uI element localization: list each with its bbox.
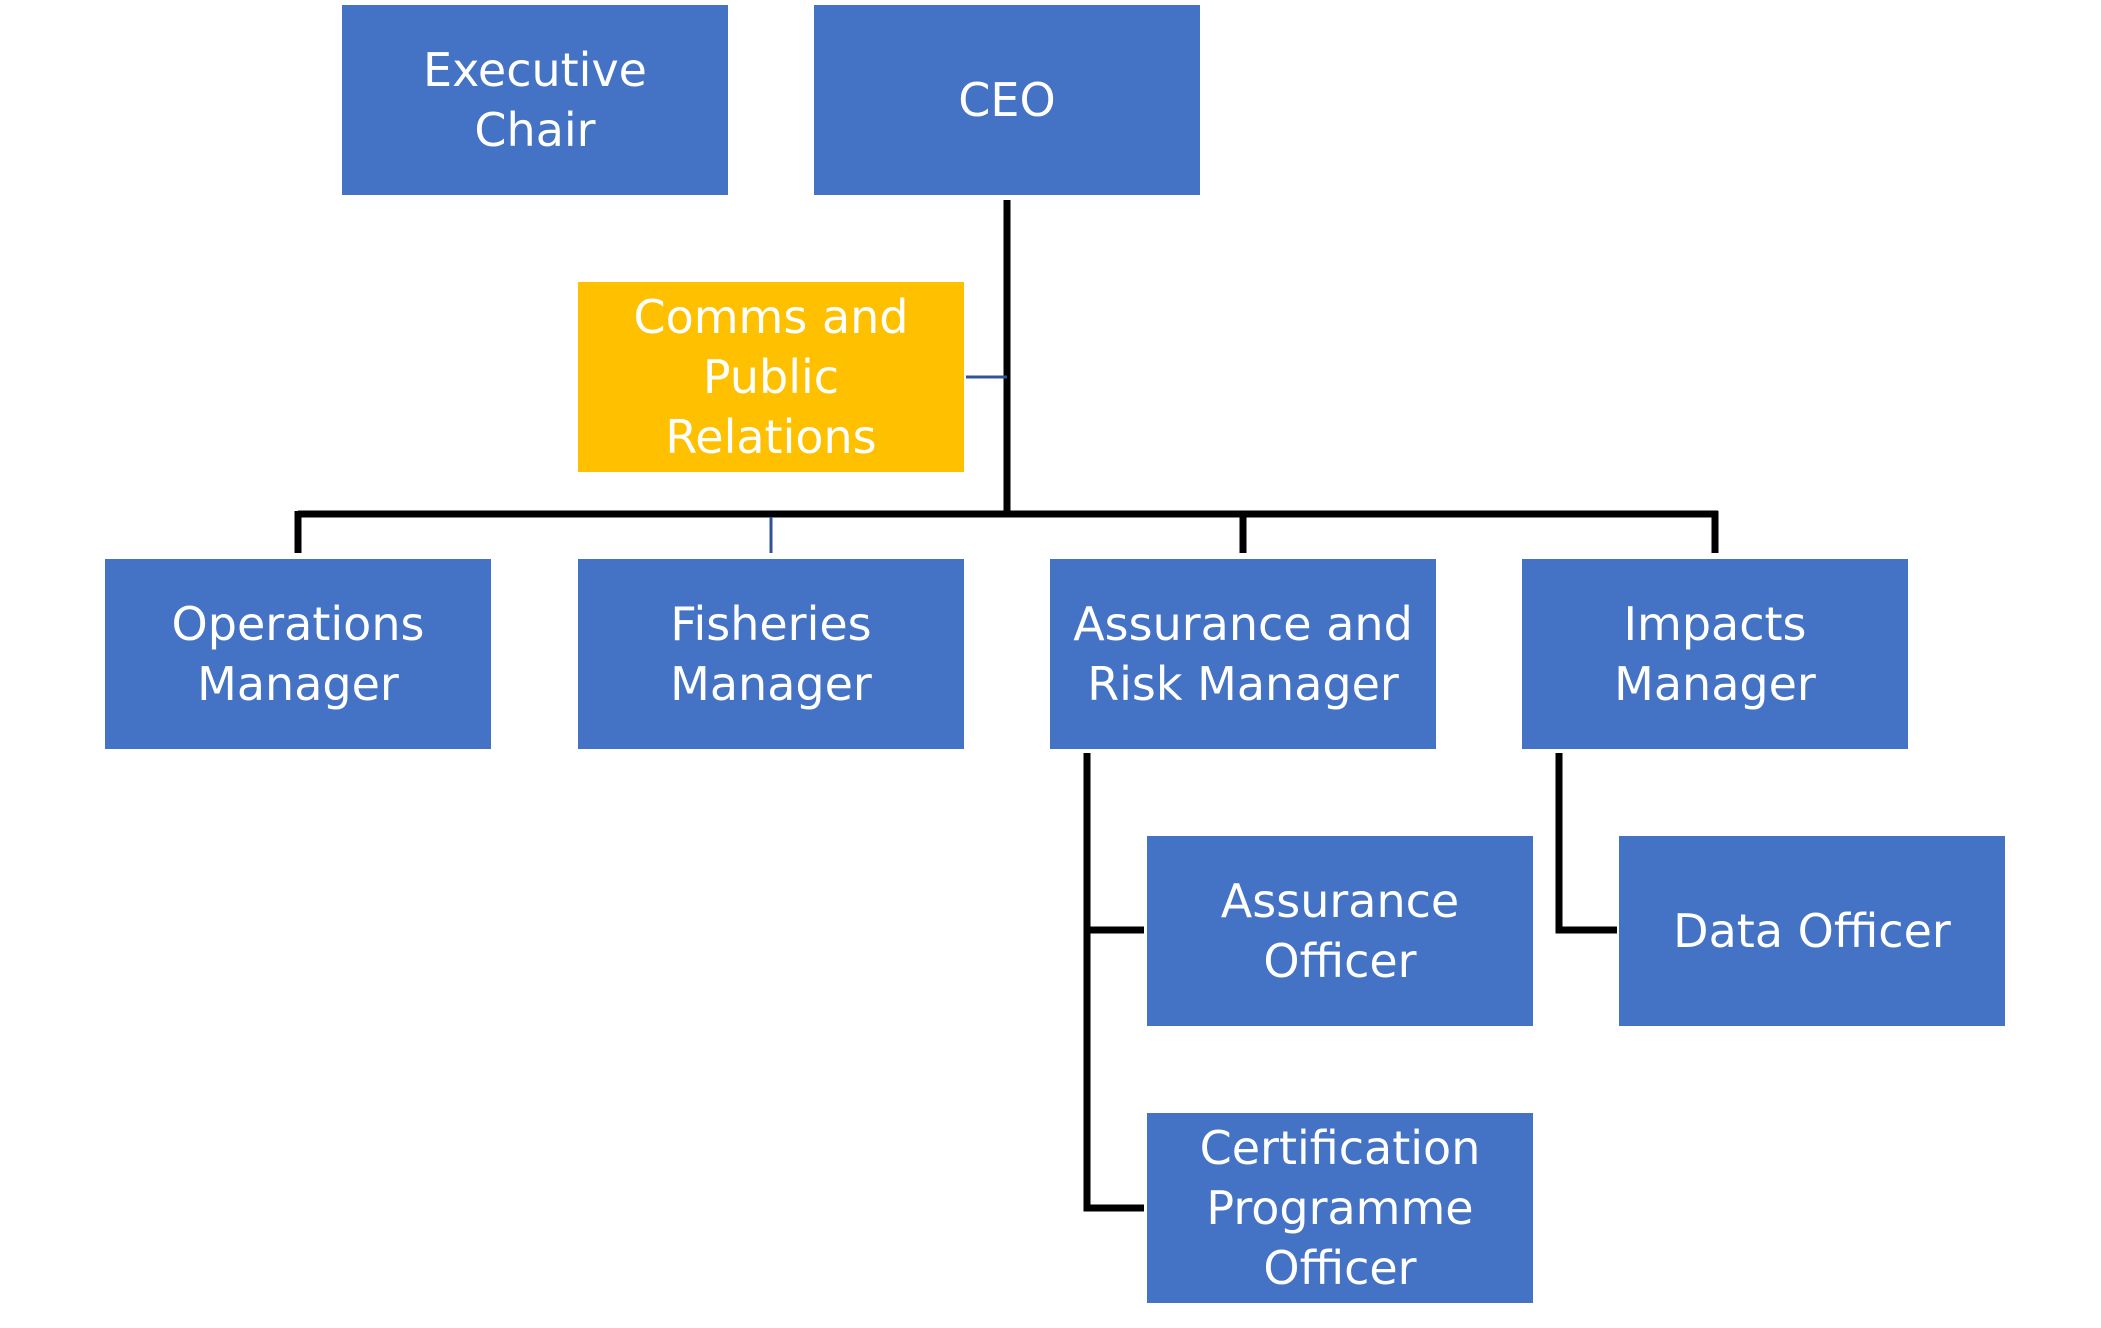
node-executive-chair: Executive Chair: [342, 5, 728, 195]
node-data-officer: Data Officer: [1619, 836, 2005, 1026]
connector-data-officer: [1555, 753, 1617, 934]
node-operations-manager: Operations Manager: [105, 559, 491, 749]
node-comms-public-relations: Comms and Public Relations: [578, 282, 964, 472]
node-fisheries-manager: Fisheries Manager: [578, 559, 964, 749]
node-certification-programme-officer: Certification Programme Officer: [1147, 1113, 1533, 1303]
node-assurance-risk-manager: Assurance and Risk Manager: [1050, 559, 1436, 749]
node-ceo: CEO: [814, 5, 1200, 195]
connector-assurance-subtree: [1083, 753, 1144, 1212]
node-assurance-officer: Assurance Officer: [1147, 836, 1533, 1026]
node-impacts-manager: Impacts Manager: [1522, 559, 1908, 749]
